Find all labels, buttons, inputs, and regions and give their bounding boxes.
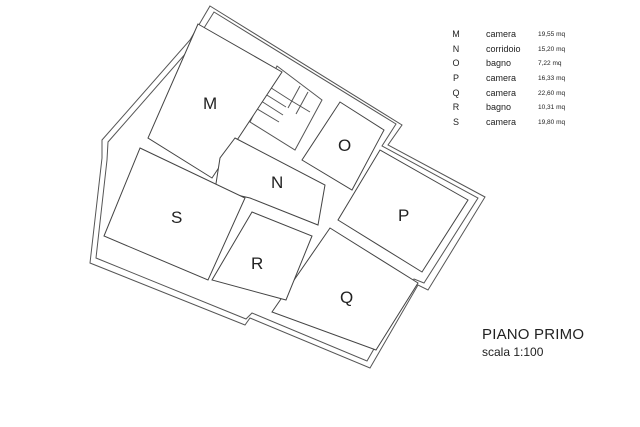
- legend-area: 19,80 mq: [538, 119, 566, 127]
- room-label-q: Q: [340, 288, 353, 307]
- legend-name: camera: [486, 73, 517, 84]
- room-label-m: M: [203, 94, 217, 113]
- legend-letter: O: [452, 58, 460, 69]
- room-label-s: S: [171, 208, 182, 227]
- room-n: [214, 137, 326, 226]
- legend-letter: P: [452, 73, 459, 84]
- room-s: [103, 147, 246, 281]
- room-label-o: O: [338, 136, 351, 155]
- legend-area: 7,22 mq: [538, 60, 562, 68]
- legend-name: camera: [486, 117, 517, 128]
- legend-letter: S: [452, 117, 459, 128]
- room-label-r: R: [251, 254, 263, 273]
- plan-title: PIANO PRIMO: [482, 326, 585, 343]
- exterior-walls: [89, 5, 486, 369]
- room-m: [147, 23, 283, 179]
- room-p: [337, 149, 469, 273]
- legend-area: 19,55 mq: [538, 31, 566, 38]
- legend-letter: N: [452, 43, 460, 54]
- legend-name: camera: [486, 87, 517, 98]
- room-label-p: P: [398, 206, 409, 225]
- legend-letter: R: [452, 102, 460, 113]
- room-r: [211, 211, 313, 301]
- room-label-n: N: [271, 173, 283, 192]
- legend-letter: Q: [452, 87, 460, 98]
- legend-name: corridoio: [486, 43, 521, 54]
- legend-area: 16,33 mq: [538, 75, 566, 83]
- legend-name: camera: [486, 29, 517, 39]
- plan-scale: scala 1:100: [482, 345, 544, 359]
- legend-letter: M: [452, 29, 460, 39]
- legend-area: 22,60 mq: [538, 89, 566, 97]
- legend-area: 15,20 mq: [538, 45, 566, 53]
- legend-name: bagno: [486, 102, 512, 113]
- room-o: [301, 101, 385, 191]
- legend-area: 10,31 mq: [538, 104, 566, 112]
- legend-name: bagno: [486, 58, 512, 69]
